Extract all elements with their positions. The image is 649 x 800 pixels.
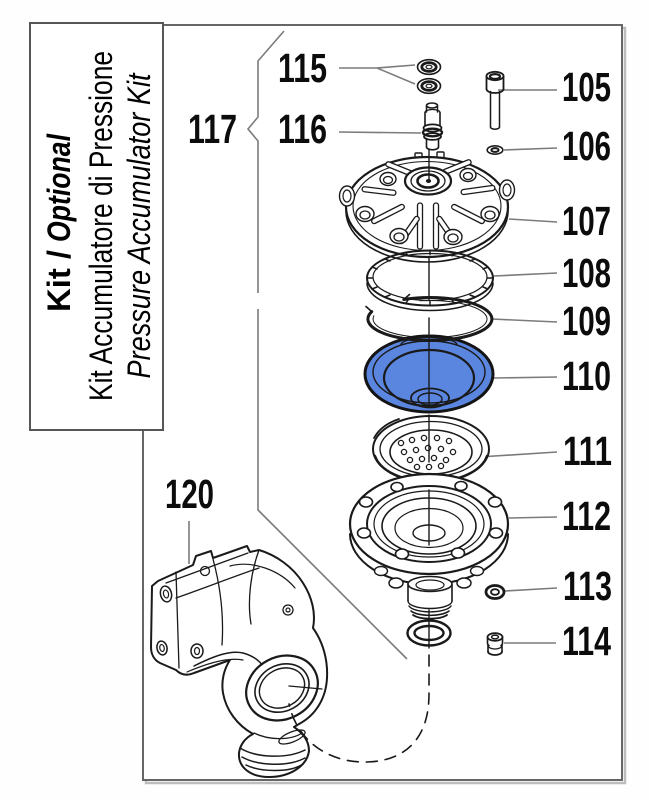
part-number-labels: 115 116 117 105 106 107 108 109 110 111 … — [165, 45, 612, 664]
pump-outlet-threads — [239, 729, 306, 772]
dome-hub — [403, 166, 453, 196]
label-112: 112 — [562, 493, 611, 539]
leader-112 — [508, 516, 558, 519]
axis-dashed-connector — [288, 654, 430, 763]
leader-110 — [493, 376, 558, 379]
label-111: 111 — [563, 428, 612, 474]
part-113-washer — [484, 584, 506, 600]
label-106: 106 — [562, 123, 611, 169]
dome-bolt-bosses — [355, 167, 500, 246]
plate-holes — [397, 434, 457, 471]
part-111-perforated-plate — [372, 415, 490, 484]
kit-label-title-prefix: Kit / — [41, 250, 77, 312]
kit-label-title-emphasis: Optional — [41, 133, 77, 242]
part-109-retaining-ring — [365, 293, 494, 342]
label-116: 116 — [278, 106, 327, 152]
leader-lines — [188, 30, 558, 660]
label-108: 108 — [562, 250, 611, 296]
label-120: 120 — [165, 471, 214, 517]
leader-115 — [339, 64, 416, 85]
part-105-socket-screw — [485, 70, 505, 130]
label-114: 114 — [562, 618, 611, 664]
label-107: 107 — [562, 198, 611, 244]
kit-117-bracket-line — [246, 30, 408, 660]
part-108-support-ring — [366, 249, 494, 312]
leader-116 — [338, 131, 422, 134]
part-106-washer — [486, 145, 504, 156]
leader-113 — [504, 587, 558, 592]
kit-label-box: Kit / Optional Kit Accumulatore di Press… — [29, 22, 164, 431]
part-120-pump-body — [150, 545, 329, 778]
kit-label-subtitle-english: Pressure Accumulator Kit — [121, 73, 157, 379]
flange-bolt-holes — [356, 480, 504, 560]
leader-111 — [478, 451, 558, 458]
label-105: 105 — [562, 64, 611, 110]
part-114-plug — [486, 632, 504, 656]
part-116-valve-stem — [421, 102, 444, 151]
flange-neck — [388, 575, 472, 620]
label-117: 117 — [188, 106, 237, 152]
leader-106 — [503, 147, 558, 151]
pump-port — [245, 654, 319, 722]
part-107-dome-cover — [338, 151, 516, 263]
leader-108 — [493, 272, 558, 277]
part-115-washers — [416, 58, 442, 95]
leader-109 — [491, 318, 558, 323]
kit-label-subtitle-italian: Kit Accumulatore di Pressione — [83, 51, 119, 401]
leader-107 — [508, 218, 558, 223]
label-115: 115 — [278, 45, 327, 91]
kit-label-border — [29, 22, 164, 431]
label-109: 109 — [562, 298, 611, 344]
label-110: 110 — [562, 353, 611, 399]
label-113: 113 — [563, 563, 612, 609]
